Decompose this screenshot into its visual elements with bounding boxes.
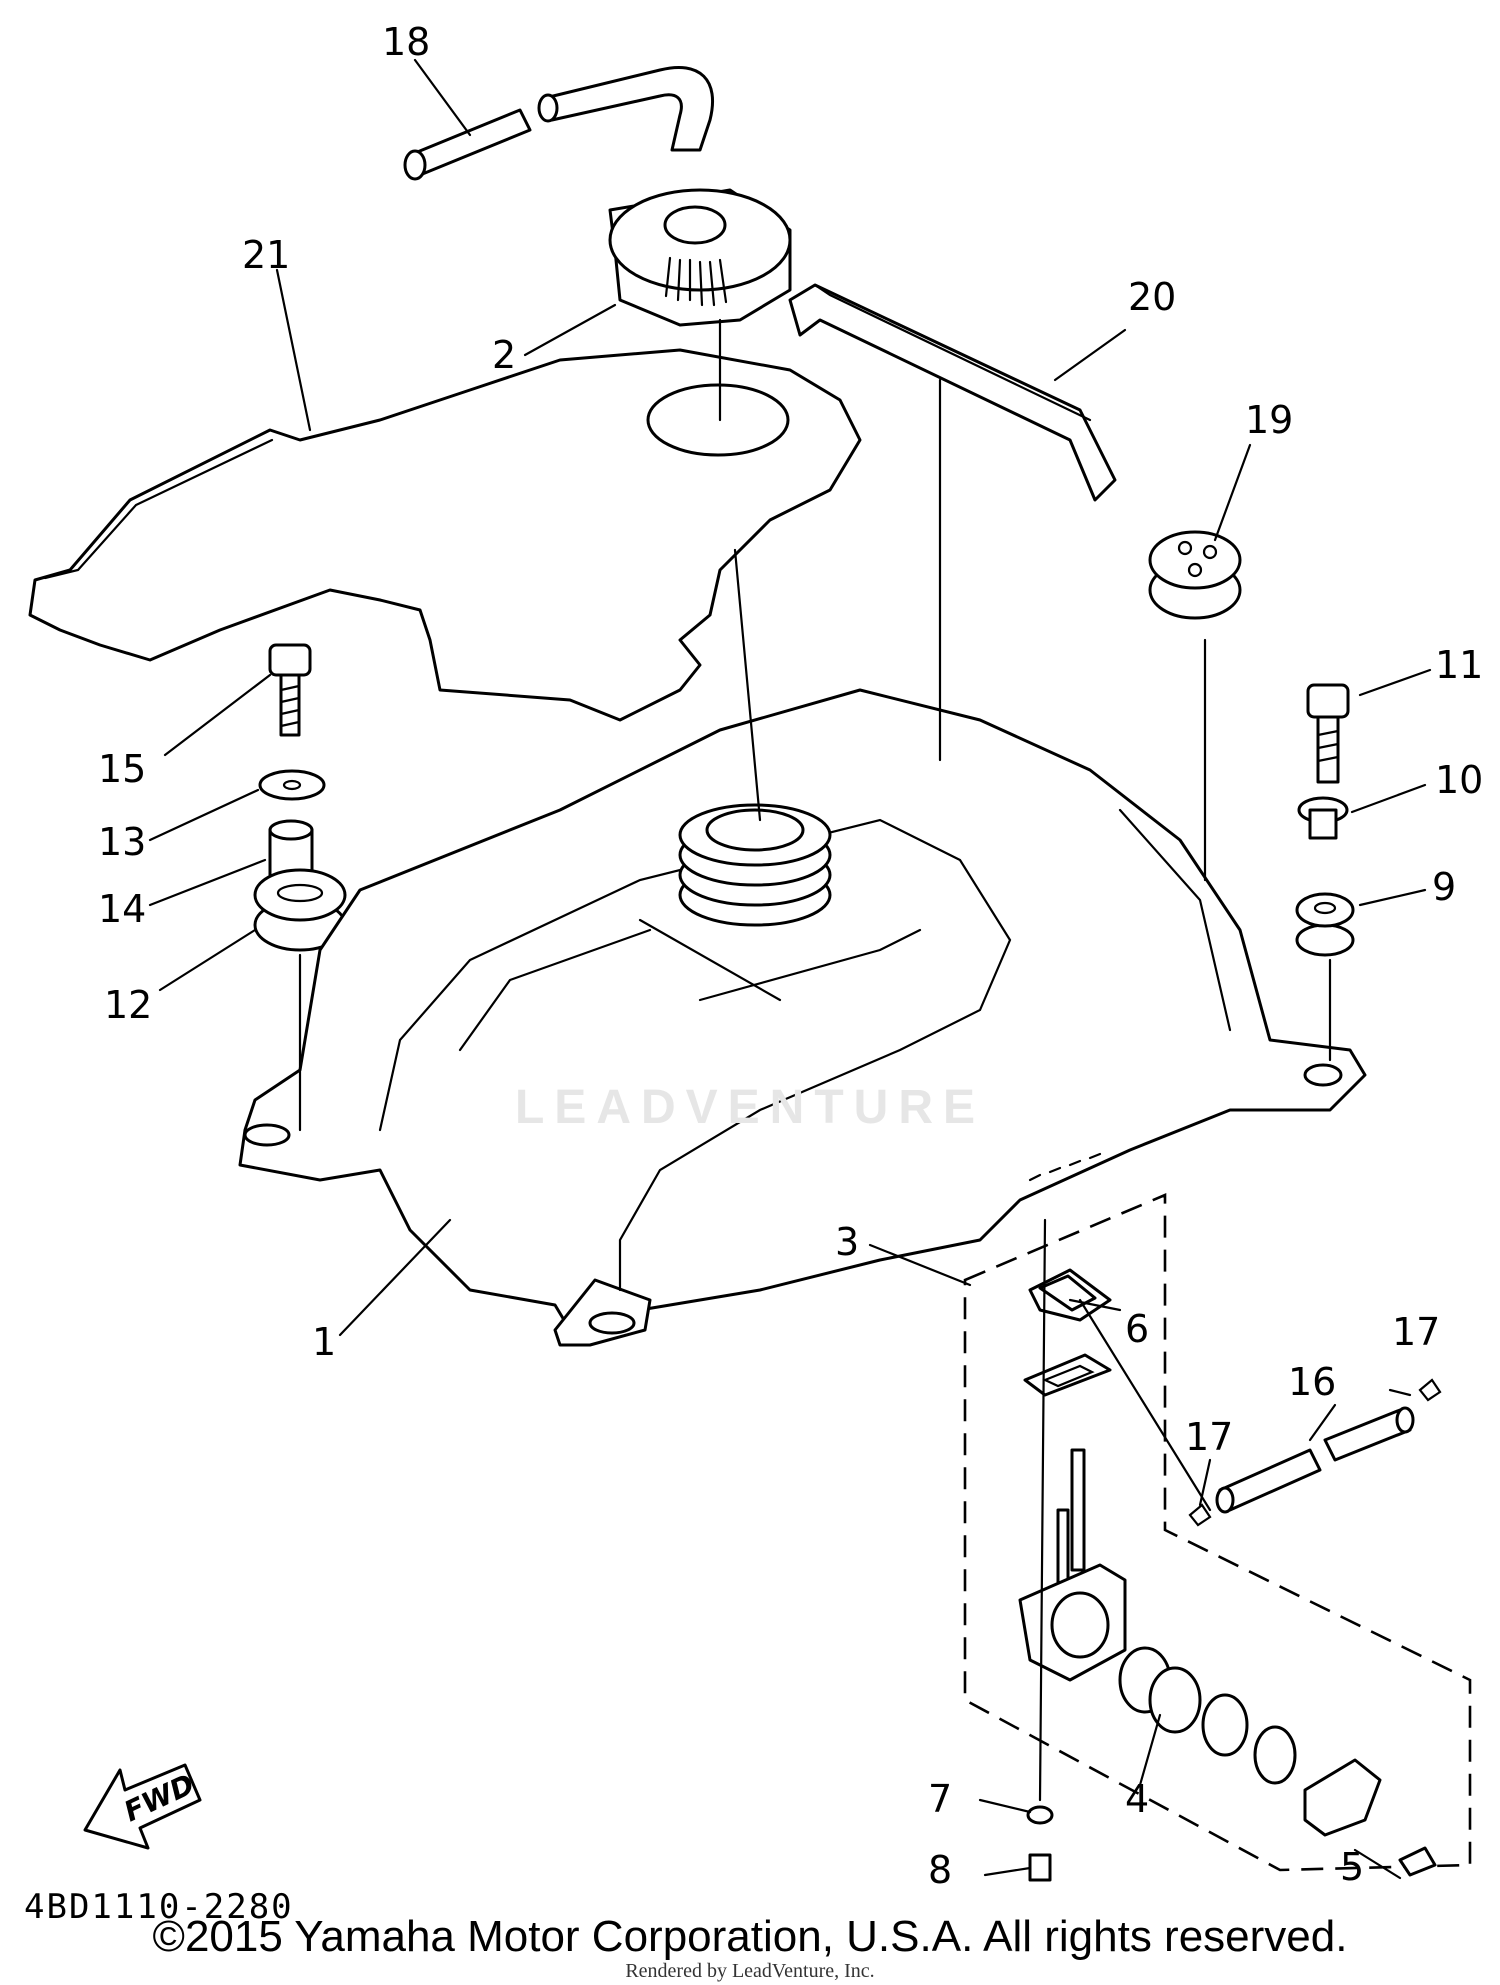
fwd-arrow-icon: FWD bbox=[83, 1763, 202, 1850]
callout-17-a: 17 bbox=[1392, 1310, 1440, 1354]
part-11-bolt bbox=[1306, 683, 1350, 784]
diagram-code: 4BD1110-2280 bbox=[24, 1887, 294, 1927]
part-21-shield bbox=[28, 348, 862, 722]
callout-11: 11 bbox=[1435, 643, 1483, 687]
part-2-fuel-cap bbox=[608, 188, 792, 327]
callout-15: 15 bbox=[98, 747, 146, 791]
callout-14: 14 bbox=[98, 887, 146, 931]
callout-1: 1 bbox=[312, 1320, 336, 1364]
guide-lines bbox=[298, 318, 1332, 1802]
part-12-grommet bbox=[253, 868, 347, 952]
part-16-fuel-hose bbox=[1215, 1406, 1415, 1514]
callout-18: 18 bbox=[382, 20, 430, 64]
callout-17-b: 17 bbox=[1185, 1415, 1233, 1459]
callout-2: 2 bbox=[492, 333, 516, 377]
callout-8: 8 bbox=[928, 1848, 952, 1892]
part-3-fuel-cock-assembly bbox=[963, 1193, 1472, 1882]
callout-19: 19 bbox=[1245, 398, 1293, 442]
part-9-grommet bbox=[1295, 892, 1355, 957]
callout-5: 5 bbox=[1340, 1845, 1364, 1889]
callout-6: 6 bbox=[1125, 1307, 1149, 1351]
callout-7: 7 bbox=[928, 1777, 952, 1821]
part-1-fuel-tank bbox=[238, 688, 1367, 1347]
callout-10: 10 bbox=[1435, 758, 1483, 802]
callout-13: 13 bbox=[98, 820, 146, 864]
callout-12: 12 bbox=[104, 983, 152, 1027]
part-20-strip bbox=[788, 283, 1117, 502]
copyright-notice: ©2015 Yamaha Motor Corporation, U.S.A. A… bbox=[152, 1912, 1348, 1961]
part-17-clip-b bbox=[1188, 1503, 1212, 1527]
tank-filler-neck bbox=[678, 803, 832, 927]
part-15-bolt bbox=[268, 643, 312, 737]
callout-20: 20 bbox=[1128, 275, 1176, 319]
render-credit: Rendered by LeadVenture, Inc. bbox=[625, 1960, 875, 1982]
part-6-gasket bbox=[1023, 1353, 1112, 1397]
callout-labels: 18 21 2 20 19 11 10 9 15 13 14 12 1 3 6 … bbox=[98, 20, 1483, 1892]
callout-9: 9 bbox=[1432, 865, 1456, 909]
watermark: LEADVENTURE bbox=[514, 1081, 986, 1134]
callout-3: 3 bbox=[835, 1220, 859, 1264]
part-19-grommet bbox=[1148, 530, 1242, 620]
callout-16: 16 bbox=[1288, 1360, 1336, 1404]
part-18-hose bbox=[403, 65, 715, 181]
part-13-washer bbox=[258, 769, 326, 801]
leader-lines bbox=[148, 58, 1432, 1880]
callout-4: 4 bbox=[1125, 1777, 1149, 1821]
part-10-collar bbox=[1297, 796, 1349, 840]
callout-21: 21 bbox=[242, 233, 290, 277]
part-17-clip-a bbox=[1418, 1378, 1442, 1402]
